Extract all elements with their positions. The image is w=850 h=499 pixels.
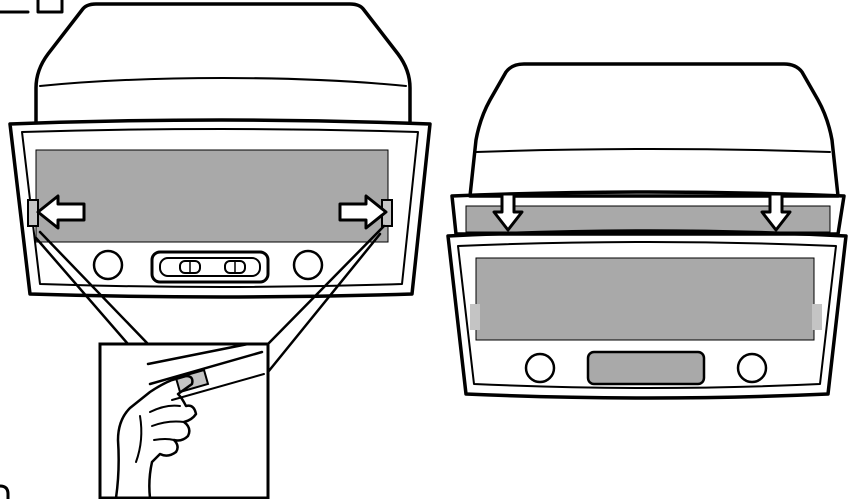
right-control-panel [586,350,706,386]
leader-line-right-2 [266,232,382,374]
control-slot [159,257,261,277]
right-lamp-left [524,352,556,384]
inset-panel-edge-3 [171,373,265,401]
inset-panel-edge [146,342,250,366]
left-latch [27,199,39,227]
corner-fragment-2 [36,0,64,14]
inset-panel-edge-2 [148,350,264,386]
right-grease-filter [475,257,815,341]
right-hood-edge [475,148,831,153]
grease-filter [35,149,389,243]
right-hood-figure [446,62,848,400]
leader-line-right [266,224,386,346]
hand-icon [114,374,198,499]
right-hood-upper-body [468,62,840,198]
leader-line-left-2 [34,236,130,346]
right-figure-left-tab [470,304,480,330]
lamp-right [292,249,324,281]
right-hood-front-frame [446,229,848,400]
control-panel [150,250,270,284]
down-arrow-icon [492,192,524,232]
corner-fragment-bottom [0,484,10,499]
hood-front-frame [8,118,432,299]
right-lamp-right [736,352,768,384]
hood-front-inner [21,128,419,288]
leader-line-left [38,230,150,346]
release-arrow-left-icon [36,194,86,230]
release-arrow-right-icon [338,194,388,230]
right-hood-front-inner [457,241,837,389]
lamp-left [92,249,124,281]
down-arrow-icon [760,192,792,232]
hood-upper-body [34,2,412,124]
right-figure-right-tab [812,304,822,330]
hood-top-edge [39,77,407,87]
left-hood-figure [0,0,432,499]
